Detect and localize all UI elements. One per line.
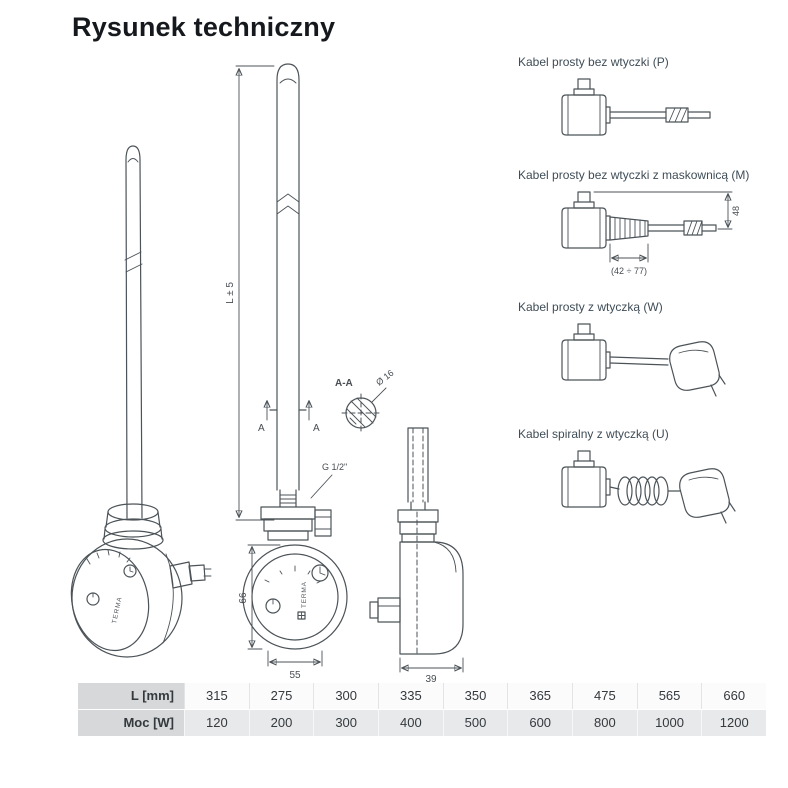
table-cell: 475 — [572, 683, 637, 709]
table-row-length: L [mm] 315 275 300 335 350 365 475 565 6… — [78, 683, 767, 709]
rod — [276, 63, 300, 491]
brand-label: TERMA — [111, 596, 124, 625]
cable-variant-w: Kabel prosty z wtyczką (W) — [518, 300, 780, 415]
dimension-height-48: 48 — [593, 191, 741, 230]
element-body — [561, 450, 611, 508]
brand-label: TERMA — [301, 581, 308, 608]
section-marker-right: A — [313, 423, 320, 434]
rod-break-mark — [276, 193, 300, 215]
table-row-power: Moc [W] 120 200 300 400 500 600 800 1000… — [78, 710, 767, 736]
table-cell: 300 — [313, 683, 379, 709]
collar — [260, 506, 332, 541]
table-cell: 350 — [442, 683, 508, 709]
row-header-power: Moc [W] — [78, 710, 184, 736]
table-cell: 365 — [507, 683, 573, 709]
dimension-side-width: 39 — [399, 657, 464, 685]
table-cell: 800 — [572, 710, 637, 736]
dimension-cover-range: (42 ÷ 77) — [609, 243, 649, 276]
section-diameter-text: Ø 16 — [374, 368, 396, 388]
cable-p-drawing — [561, 78, 711, 136]
dimension-length: L ± 5 — [225, 65, 275, 521]
rod-break-mark — [124, 251, 143, 273]
control-head: TERMA — [242, 544, 348, 650]
cover — [609, 216, 649, 241]
dial-ticks — [86, 549, 131, 565]
cable-w-label: Kabel prosty z wtyczką (W) — [518, 300, 663, 314]
clock-icon — [311, 564, 329, 582]
cable-variant-u: Kabel spiralny z wtyczką (U) — [518, 427, 780, 542]
cable-u-label: Kabel spiralny z wtyczką (U) — [518, 427, 669, 441]
table-cell: 400 — [378, 710, 443, 736]
cable-entry-stub — [369, 597, 401, 623]
collar — [397, 509, 439, 543]
dim-range-text: (42 ÷ 77) — [611, 266, 647, 276]
perspective-view: TERMA — [70, 145, 212, 658]
table-cell: 1000 — [636, 710, 702, 736]
table-cell: 600 — [507, 710, 573, 736]
front-view: L ± 5 A A A-A Ø 16 G 1/2" — [225, 63, 396, 681]
table-cell: 120 — [184, 710, 249, 736]
cable-variant-p: Kabel prosty bez wtyczki (P) — [518, 55, 780, 163]
dimensions-table: L [mm] 315 275 300 335 350 365 475 565 6… — [78, 683, 767, 736]
collar — [102, 503, 164, 550]
dimension-head-height: 66 — [238, 544, 281, 650]
table-cell: 315 — [184, 683, 249, 709]
cable-variant-m: Kabel prosty bez wtyczki z maskownicą (M… — [518, 168, 780, 289]
rod — [125, 145, 143, 519]
side-view: 39 — [369, 427, 464, 685]
head-profile — [369, 511, 464, 655]
cable-m-drawing: (42 ÷ 77) 48 — [561, 191, 741, 276]
section-cut-markers: A A — [258, 402, 320, 434]
cable-u-drawing — [561, 450, 736, 524]
plug-stub — [169, 561, 212, 589]
cable-m-label: Kabel prosty bez wtyczki z maskownicą (M… — [518, 168, 750, 182]
clock-icon — [123, 564, 137, 578]
element-body — [561, 191, 611, 249]
cable-w-drawing — [561, 323, 726, 397]
dim-39-text: 39 — [425, 674, 437, 685]
table-cell: 300 — [313, 710, 379, 736]
table-cell: 565 — [636, 683, 702, 709]
dim-55-text: 55 — [289, 670, 301, 681]
cable — [609, 107, 711, 123]
row-header-length: L [mm] — [78, 683, 184, 709]
cable — [647, 220, 717, 236]
dim-66-text: 66 — [238, 592, 249, 604]
dial-ticks — [264, 565, 322, 584]
plug — [669, 341, 726, 397]
element-body — [561, 78, 611, 136]
control-head: TERMA — [70, 538, 212, 658]
section-marker-left: A — [258, 423, 265, 434]
section-label: A-A — [335, 378, 353, 389]
section-detail: A-A Ø 16 — [335, 368, 396, 433]
table-cell: 200 — [248, 710, 314, 736]
page-title: Rysunek techniczny — [72, 12, 336, 42]
dimension-head-width: 55 — [267, 650, 323, 681]
dim-48-text: 48 — [731, 206, 741, 216]
dim-length-text: L ± 5 — [225, 282, 236, 304]
power-icon — [265, 598, 281, 614]
cable — [609, 356, 669, 366]
spiral-cable — [609, 476, 681, 506]
table-cell: 1200 — [701, 710, 767, 736]
plus-square-icon — [297, 611, 306, 620]
table-cell: 335 — [378, 683, 443, 709]
main-drawing: TERMA L ± 5 — [70, 63, 464, 685]
table-cell: 660 — [701, 683, 767, 709]
thread: G 1/2" — [279, 462, 347, 508]
plug — [679, 468, 736, 524]
thread-label: G 1/2" — [322, 462, 347, 472]
cable-p-label: Kabel prosty bez wtyczki (P) — [518, 55, 669, 69]
table-cell: 275 — [248, 683, 314, 709]
table-cell: 500 — [442, 710, 508, 736]
element-body — [561, 323, 611, 381]
power-icon — [86, 592, 100, 606]
